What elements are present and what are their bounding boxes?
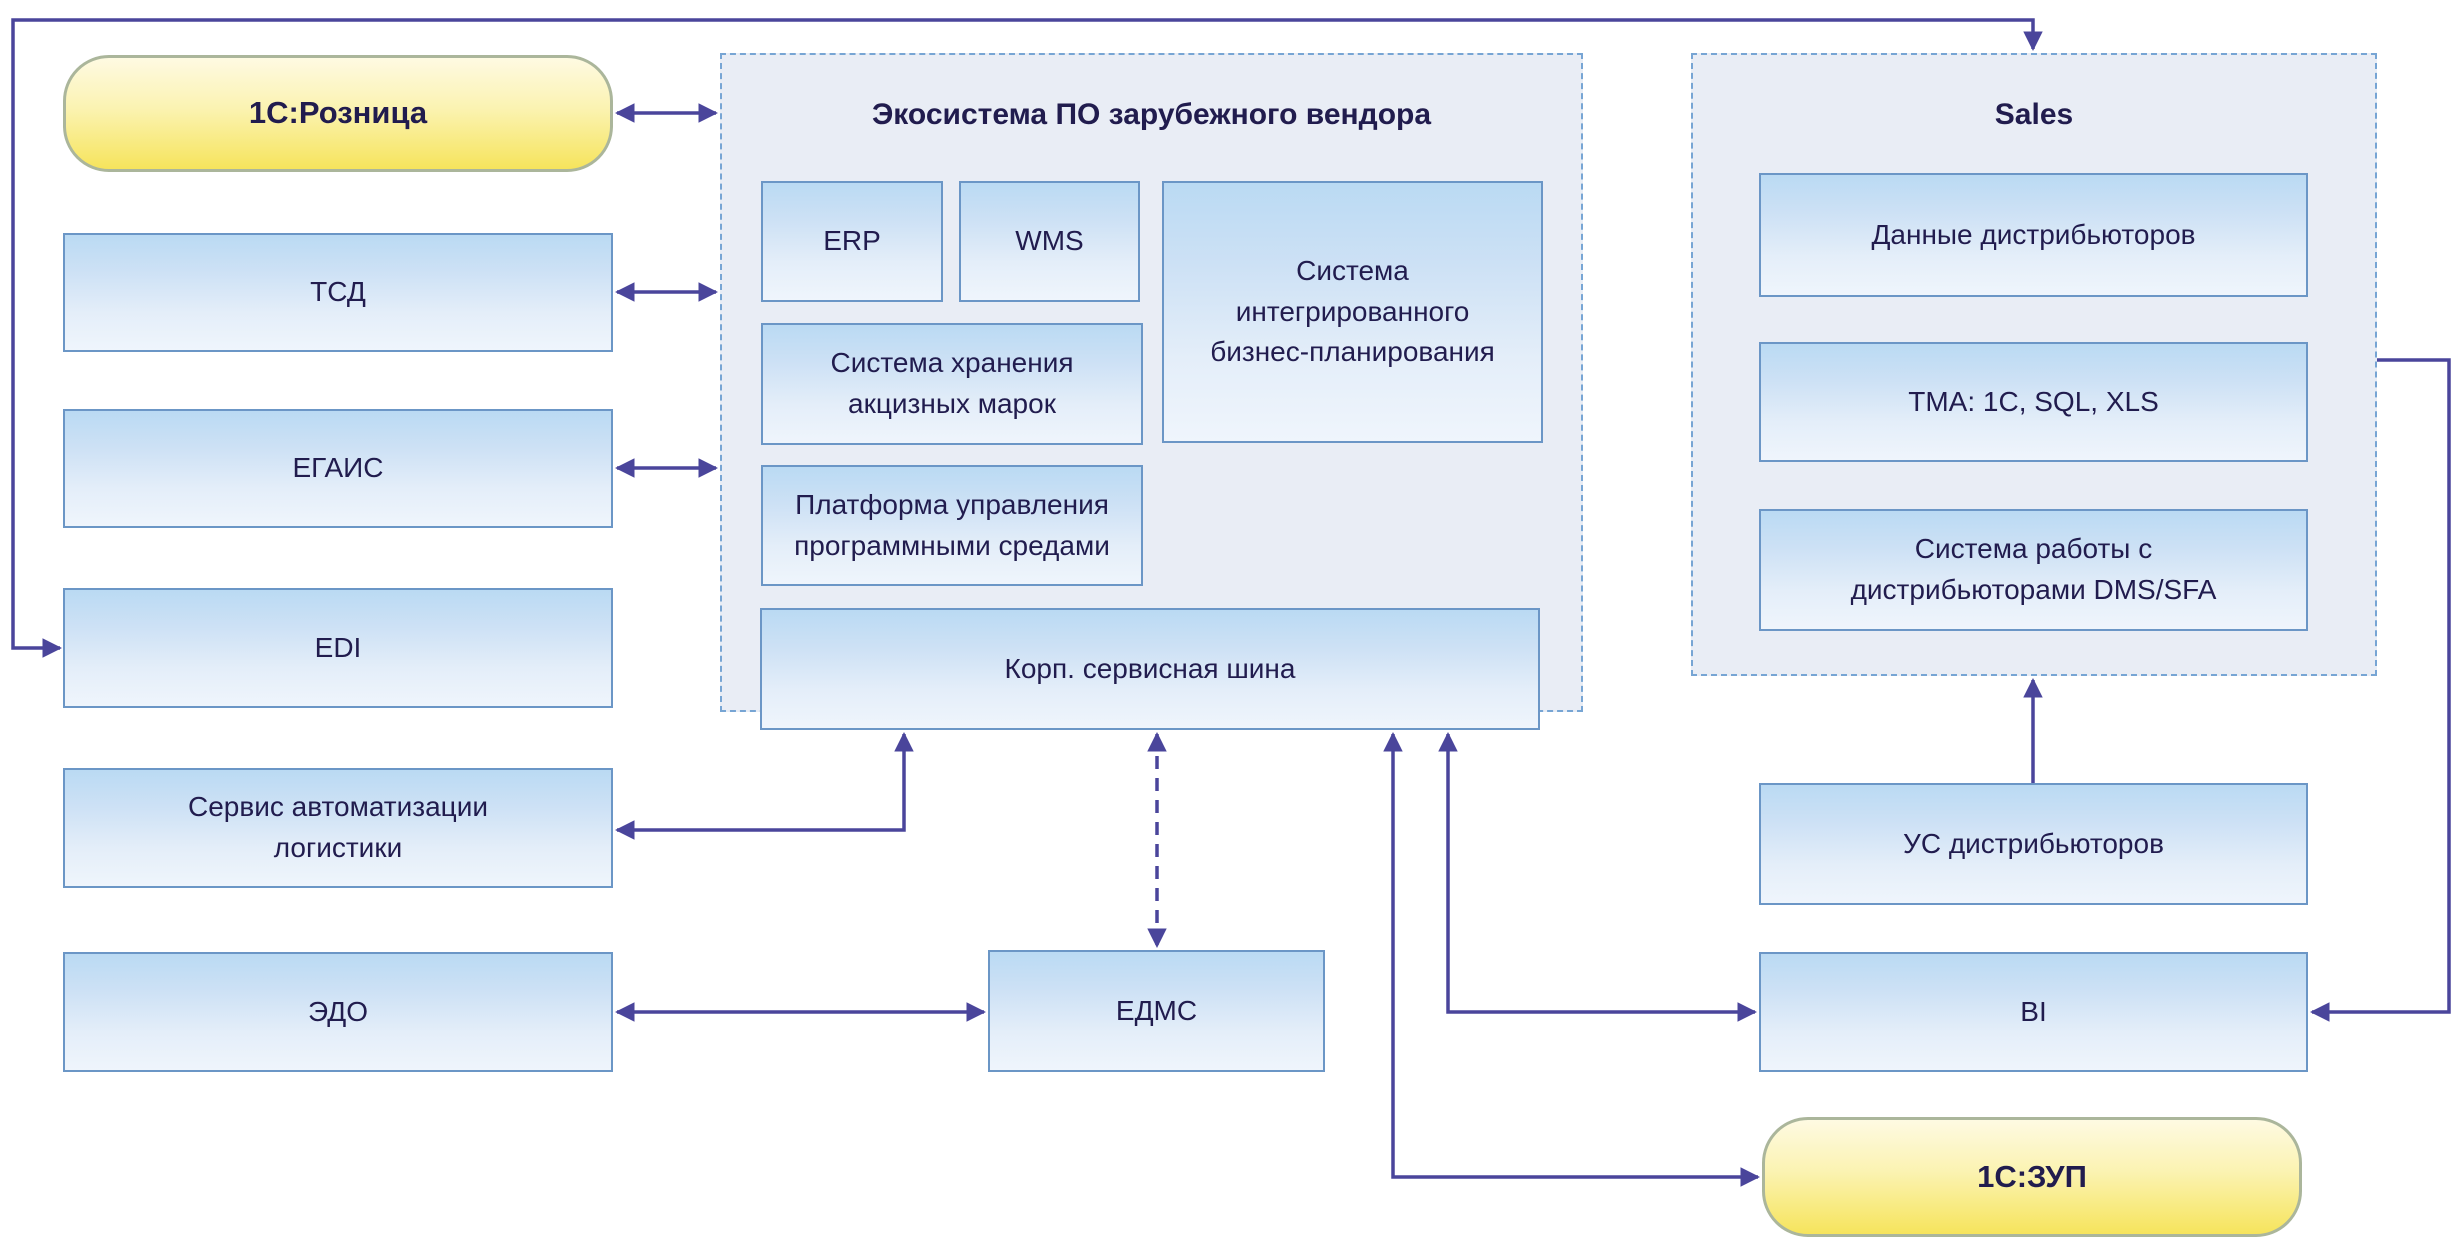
node-bi[interactable]: BI — [1759, 952, 2308, 1072]
node-logistics-service[interactable]: Сервис автоматизации логистики — [63, 768, 613, 888]
node-1c-zup-label: 1С:ЗУП — [1977, 1158, 2087, 1194]
connector-bus-zup — [1383, 732, 1760, 1187]
connector-sales-bi-around-right — [2310, 358, 2451, 1022]
node-edms-label: ЕДМС — [1115, 994, 1198, 1026]
connector-logistics-bus — [615, 732, 914, 840]
node-corporate-service-bus-label: Корп. сервисная шина — [1004, 652, 1296, 684]
node-edo-label: ЭДО — [308, 995, 368, 1027]
node-us-distributors[interactable]: УС дистрибьюторов — [1759, 783, 2308, 905]
node-edo[interactable]: ЭДО — [63, 952, 613, 1072]
node-us-distributors-label: УС дистрибьюторов — [1903, 827, 2164, 859]
node-edms[interactable]: ЕДМС — [988, 950, 1325, 1072]
node-1c-zup[interactable]: 1С:ЗУП — [1762, 1117, 2302, 1237]
connector-edi-sales-around-top — [11, 18, 2043, 658]
connector-bus-bi — [1438, 732, 1757, 1022]
node-bi-label: BI — [2020, 995, 2047, 1027]
node-logistics-service-label: Сервис автоматизации логистики — [188, 791, 488, 863]
